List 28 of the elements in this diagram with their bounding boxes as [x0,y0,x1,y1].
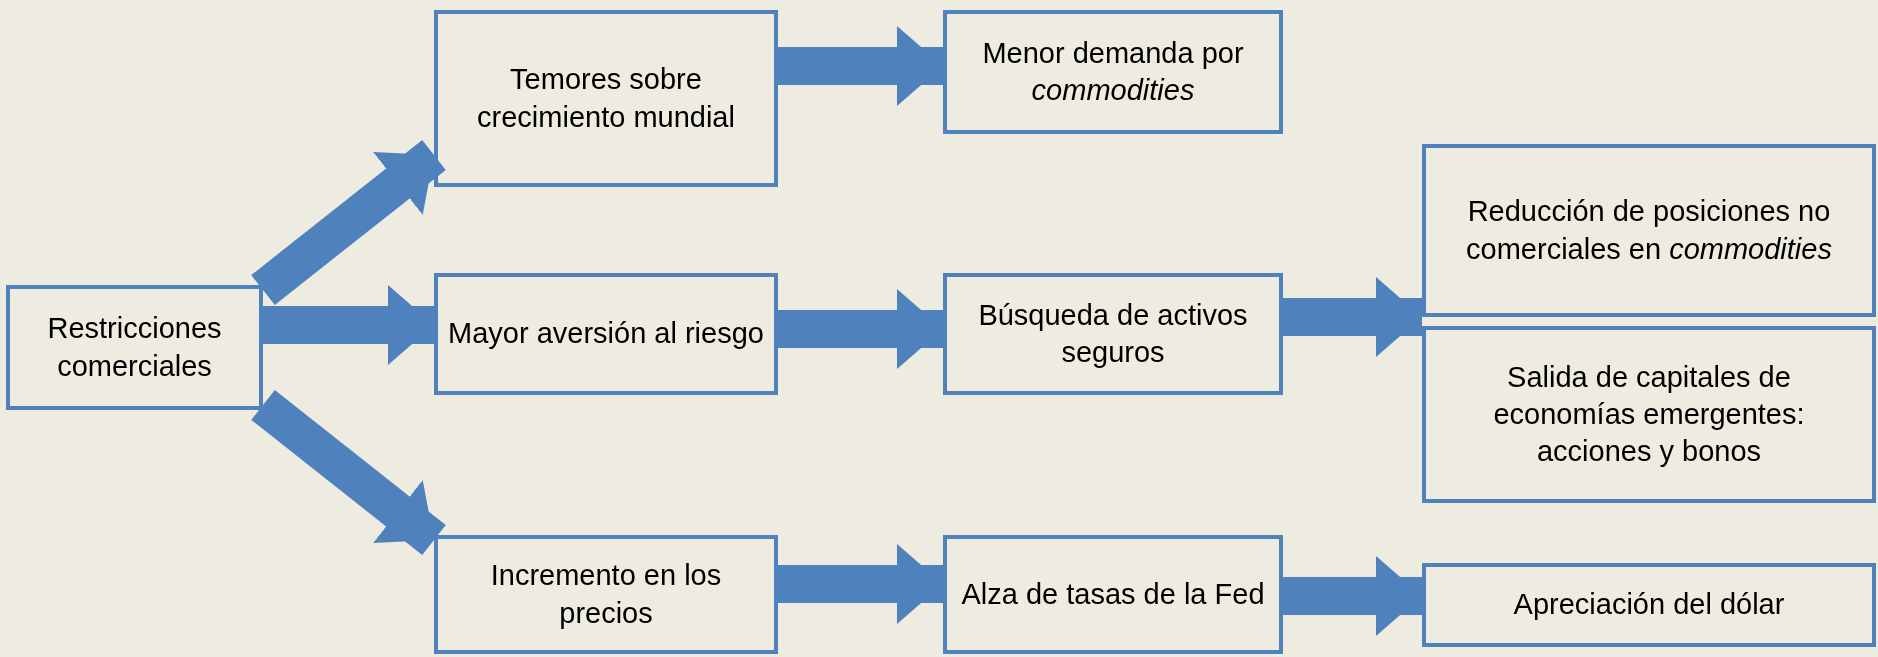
process-box [1422,144,1876,317]
box-label: Búsqueda de activos seguros [977,297,1249,370]
box-label: Salida de capitales de economías emergentes: acciones y bonos [1492,359,1806,470]
box-label: Menor demanda por commodities [981,35,1245,108]
process-box [6,285,263,410]
box-label: Mayor aversión al riesgo [448,316,764,352]
box-label: Alza de tasas de la Fed [961,576,1265,612]
process-box [943,10,1283,134]
box-label: Temores sobre crecimiento mundial [476,62,736,135]
process-box [943,535,1283,654]
arrow [1283,556,1422,636]
arrow [263,285,434,365]
process-box [434,273,778,395]
process-box [1422,326,1876,503]
arrow [1283,277,1422,357]
box-label: Apreciación del dólar [1513,587,1785,623]
box-label: Incremento en los precios [489,558,723,631]
arrow [778,544,943,624]
arrow [251,390,446,555]
arrow [251,140,446,305]
process-box [1422,563,1876,647]
process-box [434,10,778,187]
arrow [778,289,943,369]
process-box [434,535,778,654]
process-box [943,273,1283,395]
box-label: Reducción de posiciones no comerciales en commodities [1465,194,1833,267]
box-label: Restricciones comerciales [46,311,223,384]
arrow [778,26,943,106]
